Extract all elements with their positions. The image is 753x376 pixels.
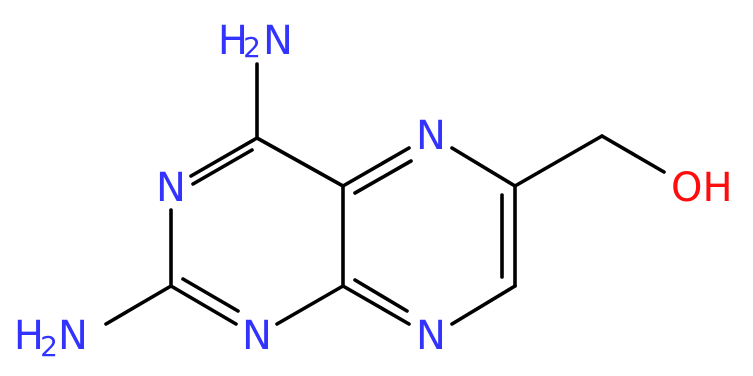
atom-labels: N N N N H 2 N H 2 N OH — [14, 18, 733, 363]
bond-n1-c8a — [275, 284, 345, 326]
bond-c4-n3-inner — [191, 148, 254, 186]
amine-bottom-label: H 2 N — [14, 313, 88, 363]
bond-c2-n1-outer — [169, 284, 238, 326]
bond-c4-n3-outer — [189, 136, 259, 178]
atom-n5: N — [416, 113, 446, 159]
bond-c6-ch2 — [513, 134, 604, 188]
bond-c2-nh2 — [104, 284, 173, 326]
amine-bottom-n: N — [58, 313, 88, 359]
atom-n1: N — [242, 313, 272, 359]
bond-ch2-oh — [600, 134, 666, 174]
bond-n8-c8a-outer — [341, 284, 411, 326]
amine-top-subscript: 2 — [243, 31, 261, 64]
atom-n8: N — [416, 313, 446, 359]
bond-c4a-n5-outer — [341, 146, 411, 188]
bond-c4a-n5-inner — [353, 159, 413, 195]
bond-c2-n1-inner — [181, 277, 240, 313]
bond-n5-c6 — [450, 146, 517, 188]
amine-top-n: N — [263, 18, 293, 64]
amine-bottom-h: H — [14, 313, 44, 359]
amine-top-h: H — [218, 18, 248, 64]
amine-bottom-subscript: 2 — [40, 330, 58, 363]
bonds — [104, 62, 666, 326]
bond-n8-c8a-inner — [353, 278, 409, 313]
bond-c4a-c4 — [255, 136, 345, 188]
amine-top-label: H 2 N — [218, 18, 293, 64]
bond-c7-n8 — [450, 284, 517, 326]
atom-n3: N — [156, 165, 186, 211]
hydroxyl-label: OH — [671, 165, 733, 211]
